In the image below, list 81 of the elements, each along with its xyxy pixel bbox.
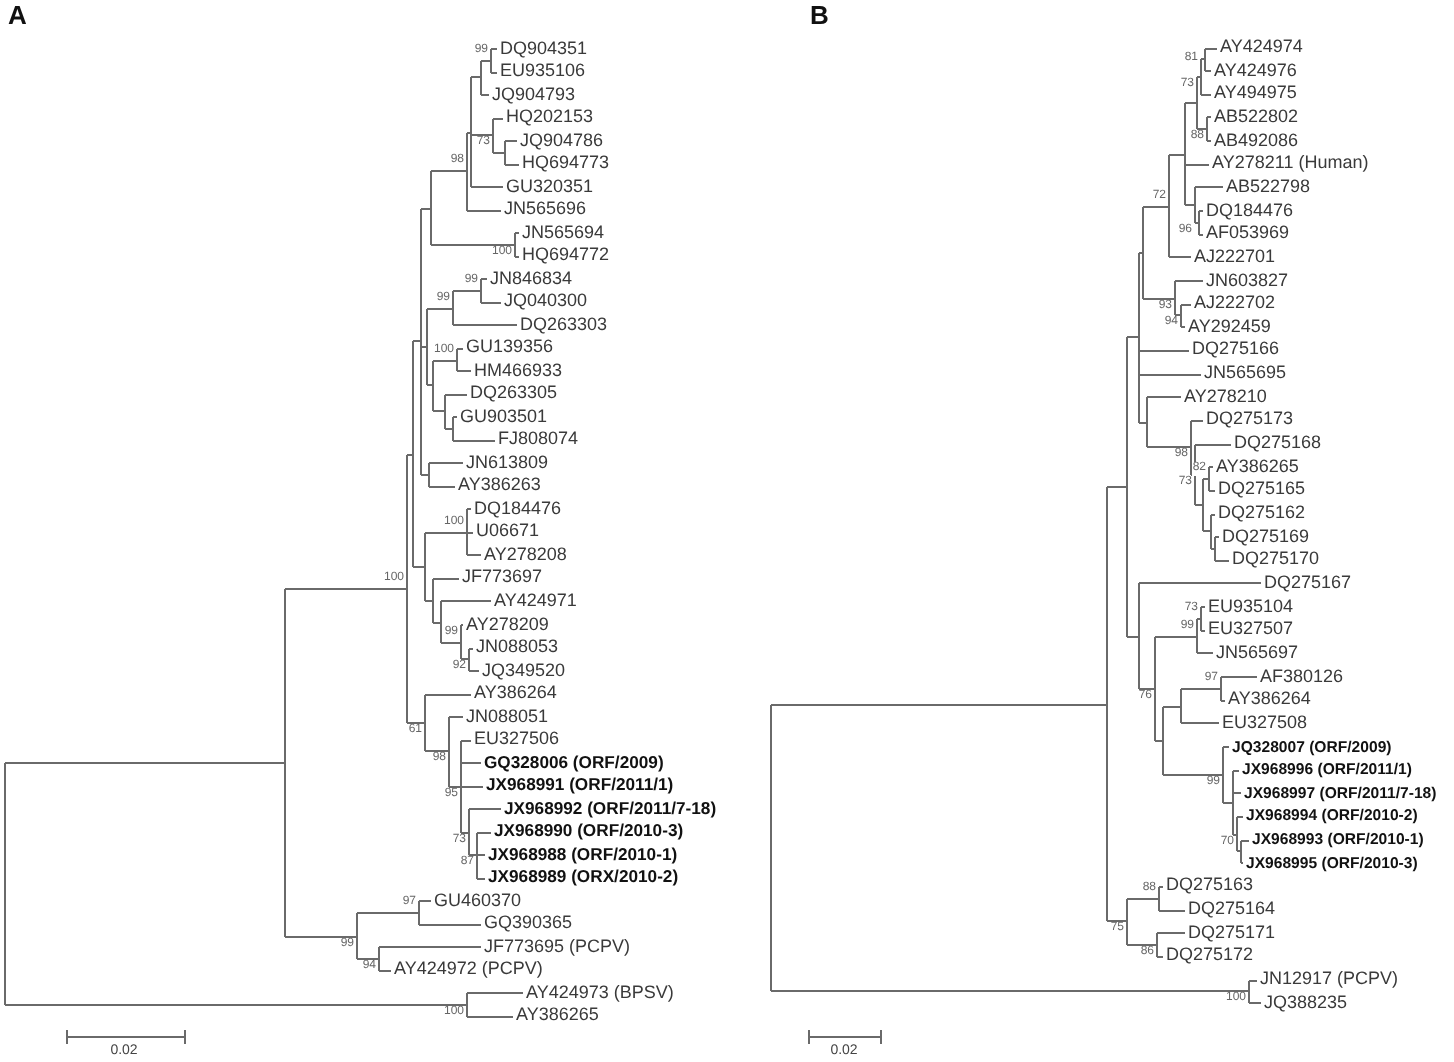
- taxon-label: AY494975: [1214, 82, 1297, 105]
- taxon-label: AY386264: [474, 682, 557, 705]
- taxon-label: JN565697: [1216, 641, 1299, 664]
- taxon-label: JX968989 (ORX/2010-2): [488, 866, 679, 889]
- taxon-label: JQ349520: [482, 659, 566, 682]
- taxon-label: JN12917 (PCPV): [1260, 968, 1399, 990]
- taxon-label: DQ275166: [1192, 338, 1280, 361]
- taxon-label: JN565694: [522, 221, 605, 244]
- taxon-label: HM466933: [474, 359, 563, 382]
- taxon-label: GQ328006 (ORF/2009): [484, 751, 664, 774]
- taxon-label: JQ904793: [492, 83, 576, 106]
- taxon-label: AB492086: [1214, 129, 1299, 152]
- taxon-label: JQ040300: [504, 290, 588, 313]
- taxon-label: EU327508: [1222, 711, 1308, 734]
- taxon-label: DQ275169: [1222, 525, 1310, 548]
- taxon-label: JQ388235: [1264, 991, 1348, 1014]
- taxon-label: AY386264: [1228, 688, 1311, 711]
- taxon-label: AY386265: [1216, 455, 1299, 478]
- taxon-label: DQ184476: [1206, 199, 1294, 222]
- taxon-label: JX968990 (ORF/2010-3): [494, 820, 684, 843]
- taxon-label: EU327507: [1208, 618, 1294, 641]
- taxon-label: AB522802: [1214, 105, 1299, 128]
- taxon-label: EU327506: [474, 728, 560, 751]
- taxon-label: DQ275164: [1188, 898, 1276, 921]
- taxon-label: HQ694773: [522, 152, 610, 175]
- taxon-label: DQ275168: [1234, 432, 1322, 455]
- taxon-label: AY278210: [1184, 385, 1267, 408]
- taxon-label: DQ275170: [1232, 548, 1320, 571]
- taxon-label: JX968988 (ORF/2010-1): [488, 843, 678, 866]
- taxon-label: AY278211 (Human): [1212, 152, 1369, 175]
- taxon-label: AB522798: [1226, 175, 1311, 198]
- taxon-label: AY424974: [1220, 36, 1303, 58]
- taxon-label: JN846834: [490, 267, 573, 290]
- taxon-label: AF053969: [1206, 222, 1290, 245]
- taxon-label: JN603827: [1206, 269, 1289, 291]
- panel-label: A: [8, 2, 27, 30]
- taxon-label: JN088053: [476, 636, 559, 659]
- taxon-label: AY386265: [516, 1004, 599, 1027]
- taxon-label: GQ390365: [484, 912, 573, 935]
- taxon-label: HQ202153: [506, 106, 594, 129]
- panel-label: B: [810, 2, 829, 30]
- taxon-label: DQ275167: [1264, 571, 1352, 594]
- taxon-label: DQ275171: [1188, 921, 1276, 944]
- taxon-label: AF380126: [1260, 665, 1344, 688]
- taxon-label: AY424971: [494, 589, 577, 612]
- taxon-label: JN565695: [1204, 362, 1287, 385]
- taxon-label: AY278209: [466, 613, 549, 635]
- taxon-label: FJ808074: [498, 428, 579, 451]
- taxon-label: DQ904351: [500, 37, 588, 59]
- taxon-label: AY424973 (BPSV): [526, 981, 674, 1004]
- taxon-label: DQ275165: [1218, 478, 1306, 501]
- taxon-label: DQ275162: [1218, 502, 1306, 524]
- taxon-label: GU903501: [460, 405, 548, 428]
- taxon-label: AJ222702: [1194, 292, 1276, 315]
- taxon-label: JX968992 (ORF/2011/7-18): [504, 797, 717, 820]
- taxon-label: AY278208: [484, 543, 567, 566]
- taxon-label: JN565696: [504, 198, 587, 221]
- taxon-label: DQ263305: [470, 382, 558, 405]
- taxon-label: DQ275172: [1166, 944, 1254, 967]
- taxon-label: JF773697: [462, 566, 543, 589]
- taxon-label: GU139356: [466, 336, 554, 359]
- taxon-label: GU320351: [506, 175, 594, 198]
- taxon-label: AY292459: [1188, 315, 1271, 338]
- taxon-label: AJ222701: [1194, 245, 1276, 268]
- taxon-label: GU460370: [434, 889, 522, 912]
- taxon-label: DQ184476: [474, 497, 562, 520]
- taxon-label: DQ275173: [1206, 408, 1294, 431]
- taxon-label: JQ904786: [520, 129, 604, 152]
- taxon-label: JF773695 (PCPV): [484, 935, 631, 958]
- taxon-label: AY424972 (PCPV): [394, 958, 543, 981]
- taxon-label: JX968991 (ORF/2011/1): [486, 774, 674, 797]
- taxon-label: HQ694772: [522, 244, 610, 267]
- taxon-label: AY424976: [1214, 59, 1297, 82]
- taxon-label: DQ263303: [520, 313, 608, 336]
- taxon-label: DQ275163: [1166, 874, 1254, 897]
- taxon-label: EU935104: [1208, 595, 1294, 618]
- taxon-label: EU935106: [500, 60, 586, 83]
- taxon-label: U06671: [476, 520, 540, 543]
- taxon-label: JN613809: [466, 451, 549, 474]
- taxon-label: JN088051: [466, 705, 549, 728]
- taxon-label: AY386263: [458, 474, 541, 497]
